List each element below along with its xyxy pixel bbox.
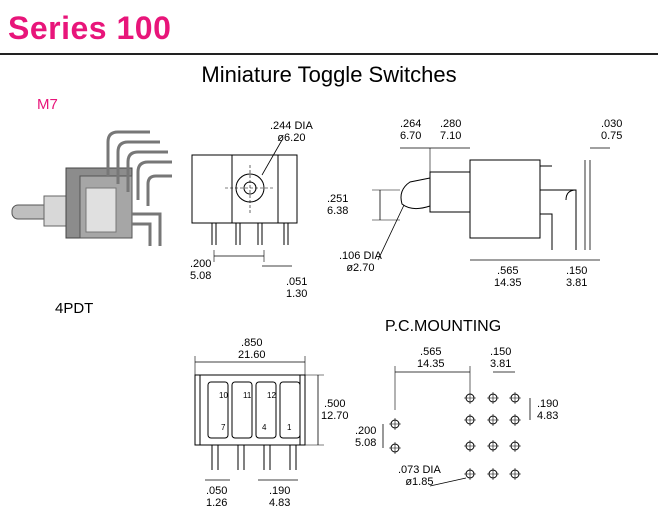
pcb-hole-pattern <box>382 366 531 487</box>
terminal-number: 1 <box>287 423 292 432</box>
side-view-drawing <box>372 147 610 261</box>
header-rule <box>0 53 658 55</box>
terminal-number: 10 <box>219 391 228 400</box>
bottom-view-drawing <box>194 356 324 481</box>
model-code: M7 <box>37 96 58 113</box>
front-view-drawing <box>191 139 298 267</box>
terminal-number: 11 <box>243 391 252 400</box>
terminal-number: 4 <box>262 423 267 432</box>
terminal-number: 7 <box>221 423 226 432</box>
pole-configuration: 4PDT <box>55 300 94 317</box>
product-photo <box>11 130 172 246</box>
terminal-number: 12 <box>267 391 276 400</box>
series-title: Series 100 <box>8 10 172 46</box>
page-subtitle: Miniature Toggle Switches <box>201 62 457 87</box>
pc-mounting-title: P.C.MOUNTING <box>385 318 502 335</box>
